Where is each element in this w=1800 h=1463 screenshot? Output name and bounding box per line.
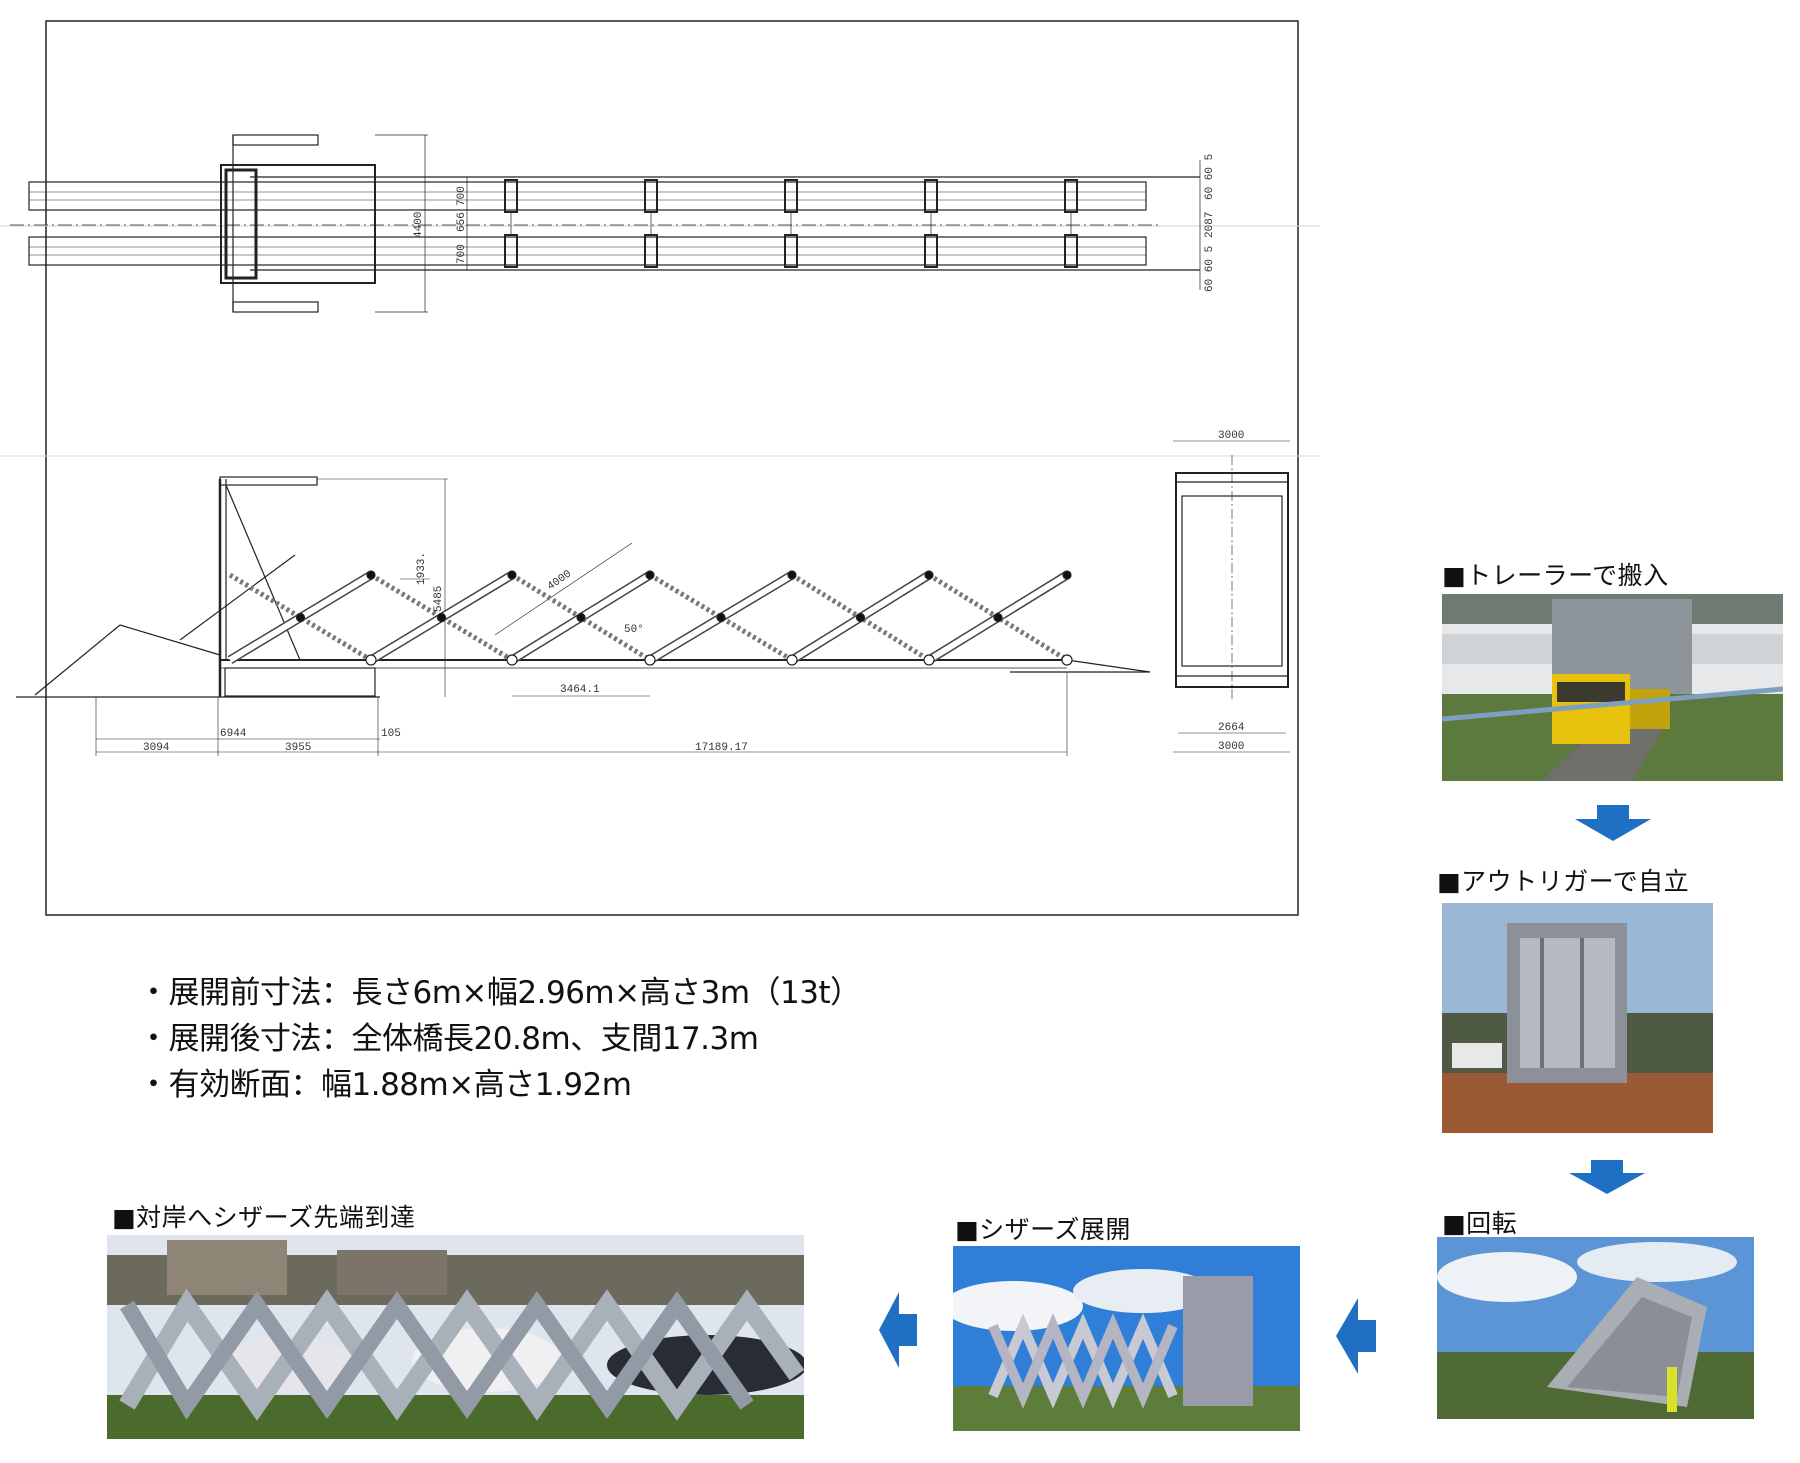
dim-1933: 1933.	[416, 552, 428, 585]
dim-5485: 5485	[433, 586, 445, 612]
dim-2087: 2087	[1204, 212, 1216, 238]
dim-4400: 4400	[413, 212, 425, 238]
caption-scissors: ■シザーズ展開	[955, 1215, 1131, 1244]
top-pivot	[1062, 570, 1072, 580]
photo-trailer	[1442, 594, 1783, 781]
cross-beam	[1064, 179, 1078, 213]
cross-beam	[784, 179, 798, 213]
scissor-pivot	[716, 612, 726, 623]
bottom-pivot	[506, 654, 518, 666]
dim-section-inner: 2664	[1218, 722, 1245, 734]
dim-700-upper: 700	[456, 186, 468, 206]
engineering-drawing: 4400 700 656 700 60 60 5 2087 60 60 5	[0, 20, 1320, 916]
scissor-pivot	[576, 612, 586, 623]
side-view	[16, 440, 1290, 756]
top-pivot	[507, 570, 517, 580]
caption-outrigger: ■アウトリガーで自立	[1437, 867, 1690, 896]
dim-angle: 50°	[624, 624, 644, 636]
top-pivot	[366, 570, 376, 580]
scissor-pivot	[436, 612, 447, 623]
photo-rotate	[1437, 1237, 1754, 1419]
photo-scissors	[953, 1246, 1300, 1431]
dim-section-bottom: 3000	[1218, 741, 1244, 753]
dim-4000: 4000	[545, 568, 574, 593]
drawing-frame	[45, 20, 1299, 916]
dim-17189: 17189.17	[695, 742, 748, 754]
cross-beam	[504, 179, 518, 213]
cross-beam	[1064, 234, 1078, 268]
scissor-pivot	[855, 612, 866, 623]
caption-trailer: ■トレーラーで搬入	[1442, 561, 1669, 590]
dim-right-top: 60 60 5	[1204, 154, 1216, 200]
arrow-left-icon	[879, 1292, 917, 1368]
cross-beam	[504, 234, 518, 268]
top-pivot	[787, 570, 797, 580]
caption-reach: ■対岸へシザーズ先端到達	[112, 1203, 416, 1232]
bottom-pivot	[644, 654, 656, 666]
top-pivot	[645, 570, 655, 580]
scissor-pivot	[295, 612, 306, 623]
spec-after: ・展開後寸法：全体橋長20.8m、支間17.3m	[138, 1021, 759, 1057]
photo-reach	[107, 1235, 804, 1439]
dim-3464: 3464.1	[560, 684, 600, 696]
spec-before: ・展開前寸法：長さ6m×幅2.96m×高さ3m（13t）	[138, 975, 861, 1011]
dim-3955: 3955	[285, 742, 311, 754]
photo-outrigger	[1442, 903, 1713, 1133]
scissor-pivot	[993, 612, 1003, 623]
arrow-down-icon	[1569, 1160, 1645, 1194]
top-view	[10, 134, 1201, 313]
cross-beam	[644, 179, 658, 213]
bottom-pivot	[365, 654, 377, 666]
dim-6944: 6944	[220, 728, 247, 740]
spec-section: ・有効断面：幅1.88m×高さ1.92m	[138, 1067, 632, 1103]
bottom-pivot	[786, 654, 798, 666]
caption-rotate: ■回転	[1442, 1209, 1518, 1238]
arrow-down-icon	[1575, 805, 1651, 841]
cross-beam	[644, 234, 658, 268]
dim-656: 656	[456, 212, 468, 232]
dim-700-lower: 700	[456, 244, 468, 264]
bottom-pivot	[1061, 654, 1073, 666]
dim-right-bottom: 60 60 5	[1204, 246, 1216, 292]
cross-beam	[924, 179, 938, 213]
cross-beam	[784, 234, 798, 268]
dim-3094: 3094	[143, 742, 170, 754]
arrow-left-icon	[1336, 1298, 1376, 1374]
bottom-pivot	[923, 654, 935, 666]
dim-105: 105	[381, 728, 401, 740]
spec-list: ・展開前寸法：長さ6m×幅2.96m×高さ3m（13t） ・展開後寸法：全体橋長…	[138, 970, 861, 1108]
dim-section-top: 3000	[1218, 430, 1244, 442]
cross-beam	[924, 234, 938, 268]
top-pivot	[924, 570, 934, 580]
